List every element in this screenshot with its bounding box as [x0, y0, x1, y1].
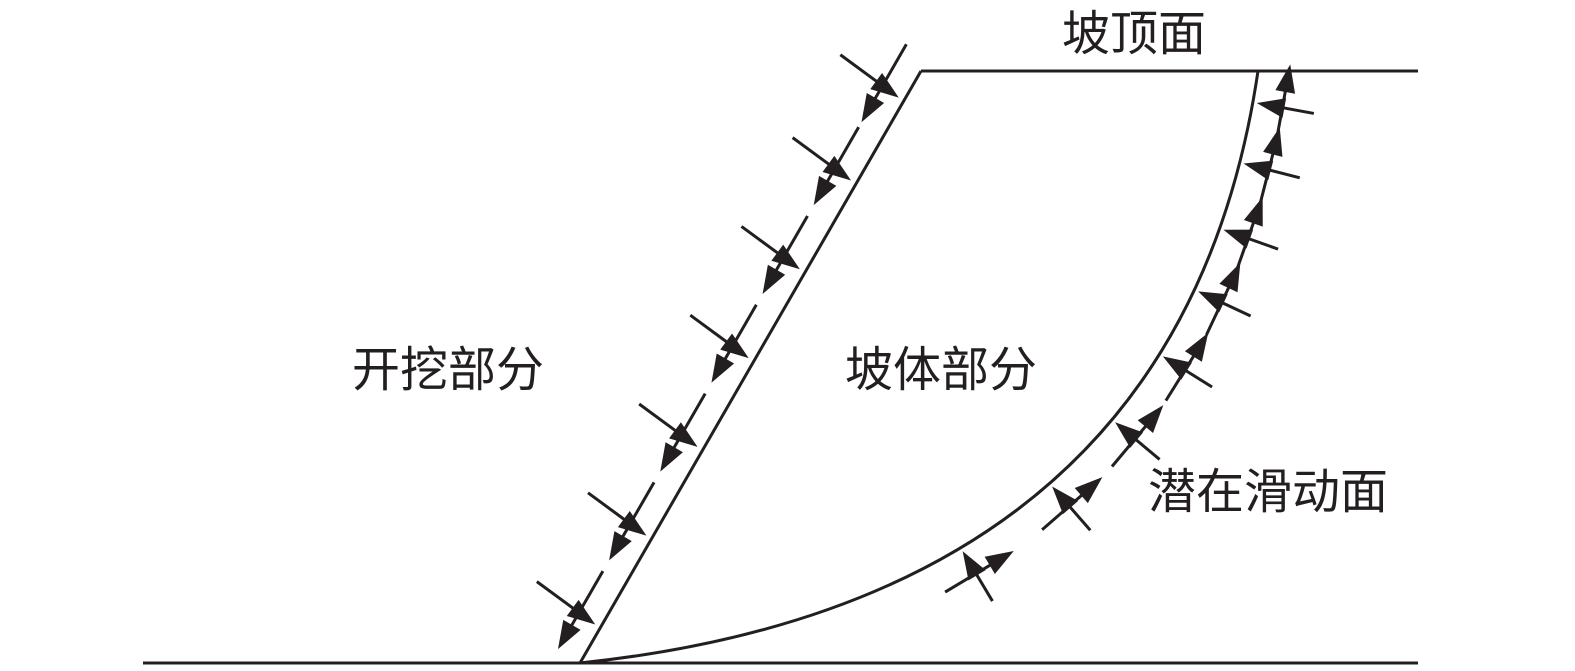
face-normal-arrow-6 [791, 136, 852, 181]
face-tangent-arrow-5 [762, 215, 809, 294]
face-normal-arrow-2-shaft [587, 491, 628, 523]
face-normal-arrow-1 [535, 580, 596, 625]
slip-normal-arrow-8-head [1256, 98, 1287, 118]
slip-normal-arrow-7 [1243, 160, 1301, 181]
slip-normal-arrow-8-shaft [1280, 105, 1315, 115]
face-normal-arrow-1-shaft [535, 580, 577, 612]
slip-tangent-arrow-5-shaft [1205, 283, 1232, 336]
face-normal-arrow-5-shaft [740, 225, 782, 257]
slope-face-line [578, 70, 923, 664]
slip-tangent-arrow-6 [1234, 196, 1263, 273]
slip-tangent-arrow-4-head [1184, 332, 1209, 362]
face-tangent-arrow-3 [660, 392, 707, 472]
slip-normal-arrow-3-head [1115, 422, 1144, 448]
face-tangent-arrow-4 [711, 304, 758, 383]
slip-tangent-arrow-3-head [1137, 405, 1164, 434]
slip-tangent-arrow-2-shaft [1041, 491, 1086, 531]
face-tangent-arrow-7-shaft [872, 43, 908, 103]
slip-tangent-arrow-2-head [1074, 477, 1103, 504]
slip-tangent-arrow-1-head [984, 551, 1014, 574]
slip-tangent-arrow-8-head [1275, 64, 1296, 94]
face-normal-arrow-7-head [870, 72, 899, 98]
slip-normal-arrow-2-shaft [1066, 503, 1092, 532]
face-tangent-arrow-1-head [557, 619, 581, 650]
face-tangent-arrow-6 [813, 126, 860, 206]
slip-tangent-arrow-1-shaft [944, 562, 994, 594]
face-tangent-arrow-4-head [711, 353, 735, 383]
face-normal-arrow-4-head [720, 333, 749, 359]
slip-normal-arrow-2 [1052, 486, 1092, 532]
slip-normal-arrow-1 [962, 551, 994, 602]
slip-tangent-arrow-3-shaft [1110, 422, 1150, 468]
face-tangent-arrow-6-shaft [824, 126, 860, 186]
face-normal-arrow-3-head [669, 422, 698, 447]
slip-normal-arrow-7-head [1243, 160, 1274, 181]
face-tangent-arrow-7-head [861, 93, 885, 123]
face-normal-arrow-3 [638, 402, 698, 447]
face-tangent-arrow-2-head [609, 531, 632, 561]
face-tangent-arrow-5-head [762, 264, 786, 294]
slip-tangent-arrow-7-shaft [1258, 150, 1276, 206]
face-normal-arrow-7 [839, 53, 899, 98]
slip-normal-arrow-7-shaft [1266, 167, 1301, 180]
crest-label: 坡顶面 [1062, 6, 1206, 62]
slip-tangent-arrow-8-shaft [1274, 87, 1288, 144]
face-tangent-arrow-4-shaft [722, 304, 758, 363]
slip-surface-label: 潜在滑动面 [1148, 464, 1388, 520]
face-normal-arrow-6-head [822, 155, 852, 181]
slip-surface-curve [579, 70, 1260, 665]
slip-normal-arrow-2-head [1052, 486, 1079, 515]
face-tangent-arrow-1 [557, 570, 605, 650]
face-normal-arrow-5 [740, 225, 800, 270]
slip-normal-arrow-4 [1162, 356, 1213, 389]
slip-normal-arrow-3-shaft [1132, 436, 1161, 461]
slope-face-load-arrows [535, 43, 908, 650]
slip-normal-arrow-5-shaft [1219, 300, 1252, 318]
face-tangent-arrow-6-head [813, 175, 837, 206]
face-tangent-arrow-1-shaft [568, 570, 605, 630]
slip-tangent-arrow-4 [1164, 332, 1209, 402]
face-normal-arrow-4 [689, 314, 749, 359]
face-tangent-arrow-3-head [660, 442, 683, 472]
slip-tangent-arrow-8 [1274, 64, 1296, 144]
slip-normal-arrow-1-shaft [973, 571, 994, 602]
face-normal-arrow-1-head [566, 599, 596, 625]
slip-normal-arrow-6-shaft [1245, 236, 1279, 251]
face-normal-arrow-5-head [771, 244, 800, 270]
slope-body-label: 坡体部分 [845, 342, 1037, 398]
slip-tangent-arrow-6-shaft [1234, 219, 1257, 273]
face-tangent-arrow-2-shaft [619, 481, 656, 541]
slip-normal-arrow-1-head [962, 551, 986, 581]
face-normal-arrow-4-shaft [689, 314, 731, 346]
excavation-label: 开挖部分 [352, 342, 544, 398]
slip-tangent-arrow-7-head [1263, 127, 1283, 157]
face-normal-arrow-7-shaft [839, 53, 881, 85]
slip-tangent-arrow-6-head [1243, 196, 1263, 227]
slip-tangent-arrow-2 [1041, 477, 1103, 531]
face-tangent-arrow-7 [861, 43, 908, 123]
face-tangent-arrow-2 [609, 481, 656, 561]
slip-normal-arrow-4-head [1162, 356, 1192, 380]
face-normal-arrow-3-shaft [638, 402, 680, 434]
slip-normal-arrow-3 [1115, 422, 1161, 461]
slip-tangent-arrow-4-shaft [1164, 352, 1197, 402]
slip-tangent-arrow-3 [1110, 405, 1164, 468]
slip-normal-arrow-8 [1256, 98, 1315, 118]
slip-normal-arrow-4-shaft [1182, 367, 1213, 389]
slip-tangent-arrow-1 [944, 551, 1014, 594]
face-tangent-arrow-5-shaft [773, 215, 809, 274]
face-normal-arrow-2 [587, 491, 647, 536]
slip-surface-resistance-arrows [944, 64, 1315, 602]
face-tangent-arrow-3-shaft [670, 392, 707, 452]
face-normal-arrow-6-shaft [791, 136, 833, 168]
face-normal-arrow-2-head [617, 511, 647, 536]
